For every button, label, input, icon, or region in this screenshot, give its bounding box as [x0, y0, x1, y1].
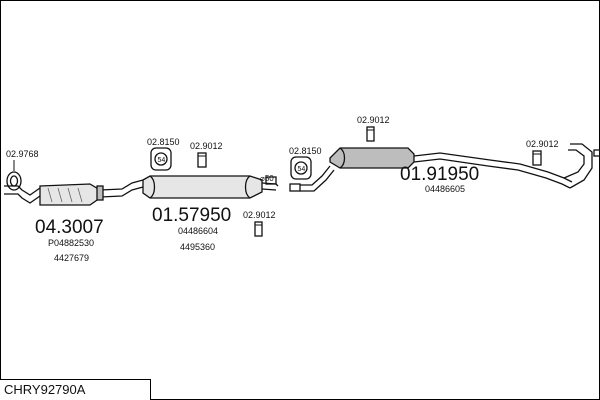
rear-silencer-number: 01.91950 — [400, 164, 479, 185]
mount-a1-label: 02.8150 — [147, 137, 180, 147]
middle-silencer-number: 01.57950 — [152, 205, 231, 226]
clamp-b1-label: 02.9012 — [357, 115, 390, 125]
middle-silencer-oe2: 4495360 — [180, 242, 215, 252]
front-gasket-ring[interactable] — [6, 171, 22, 191]
catalyst-number: 04.3007 — [35, 217, 104, 238]
rear-silencer-oe1: 04486605 — [425, 184, 465, 194]
diagram-title: CHRY92790A — [4, 382, 86, 397]
clamp-a1-part[interactable] — [197, 152, 207, 168]
mount-a1-part[interactable]: 54 — [150, 147, 172, 171]
catalyst-oe2: 4427679 — [54, 253, 89, 263]
front-gasket-label: 02.9768 — [6, 149, 39, 159]
mount-b1-part[interactable]: 54 — [290, 156, 312, 180]
middle-silencer-oe1: 04486604 — [178, 226, 218, 236]
rear-silencer-part[interactable] — [289, 143, 600, 192]
mount-b1-label: 02.8150 — [289, 146, 322, 156]
pipe-diameter-label: ⌀50 — [260, 174, 274, 183]
catalyst-part[interactable] — [4, 179, 144, 206]
clamp-a2-part[interactable] — [254, 221, 263, 237]
clamp-b2-label: 02.9012 — [526, 139, 559, 149]
middle-silencer-part[interactable] — [142, 175, 279, 199]
mount-a1-marker: 54 — [158, 157, 166, 164]
title-box: CHRY92790A — [0, 379, 151, 400]
front-gasket-hole — [9, 175, 19, 187]
clamp-b2-part[interactable] — [532, 150, 542, 166]
clamp-b1-part[interactable] — [366, 126, 375, 142]
catalyst-oe1: P04882530 — [48, 238, 94, 248]
clamp-a2-label: 02.9012 — [243, 210, 276, 220]
clamp-a1-label: 02.9012 — [190, 141, 223, 151]
mount-b1-marker: 54 — [298, 166, 306, 173]
